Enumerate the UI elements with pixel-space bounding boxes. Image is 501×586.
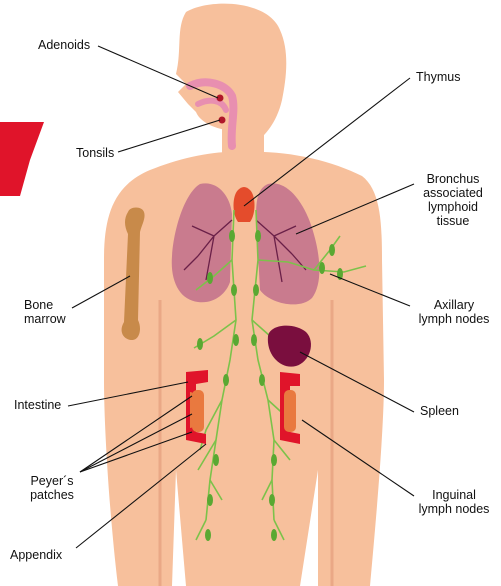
thymus xyxy=(234,187,255,222)
red-letter-fragment xyxy=(0,122,44,196)
label-balt: Bronchus associated lymphoid tissue xyxy=(414,172,492,228)
body-silhouette xyxy=(104,4,384,586)
label-peyers-patches: Peyer´s patches xyxy=(24,474,80,502)
label-tonsils: Tonsils xyxy=(76,146,114,160)
label-appendix: Appendix xyxy=(10,548,62,562)
label-intestine: Intestine xyxy=(14,398,61,412)
label-bone-marrow: Bone marrow xyxy=(24,298,66,326)
label-thymus: Thymus xyxy=(416,70,460,84)
label-spleen: Spleen xyxy=(420,404,459,418)
label-inguinal-lymph-nodes: Inguinal lymph nodes xyxy=(414,488,494,516)
label-adenoids: Adenoids xyxy=(38,38,90,52)
label-axillary-lymph-nodes: Axillary lymph nodes xyxy=(414,298,494,326)
